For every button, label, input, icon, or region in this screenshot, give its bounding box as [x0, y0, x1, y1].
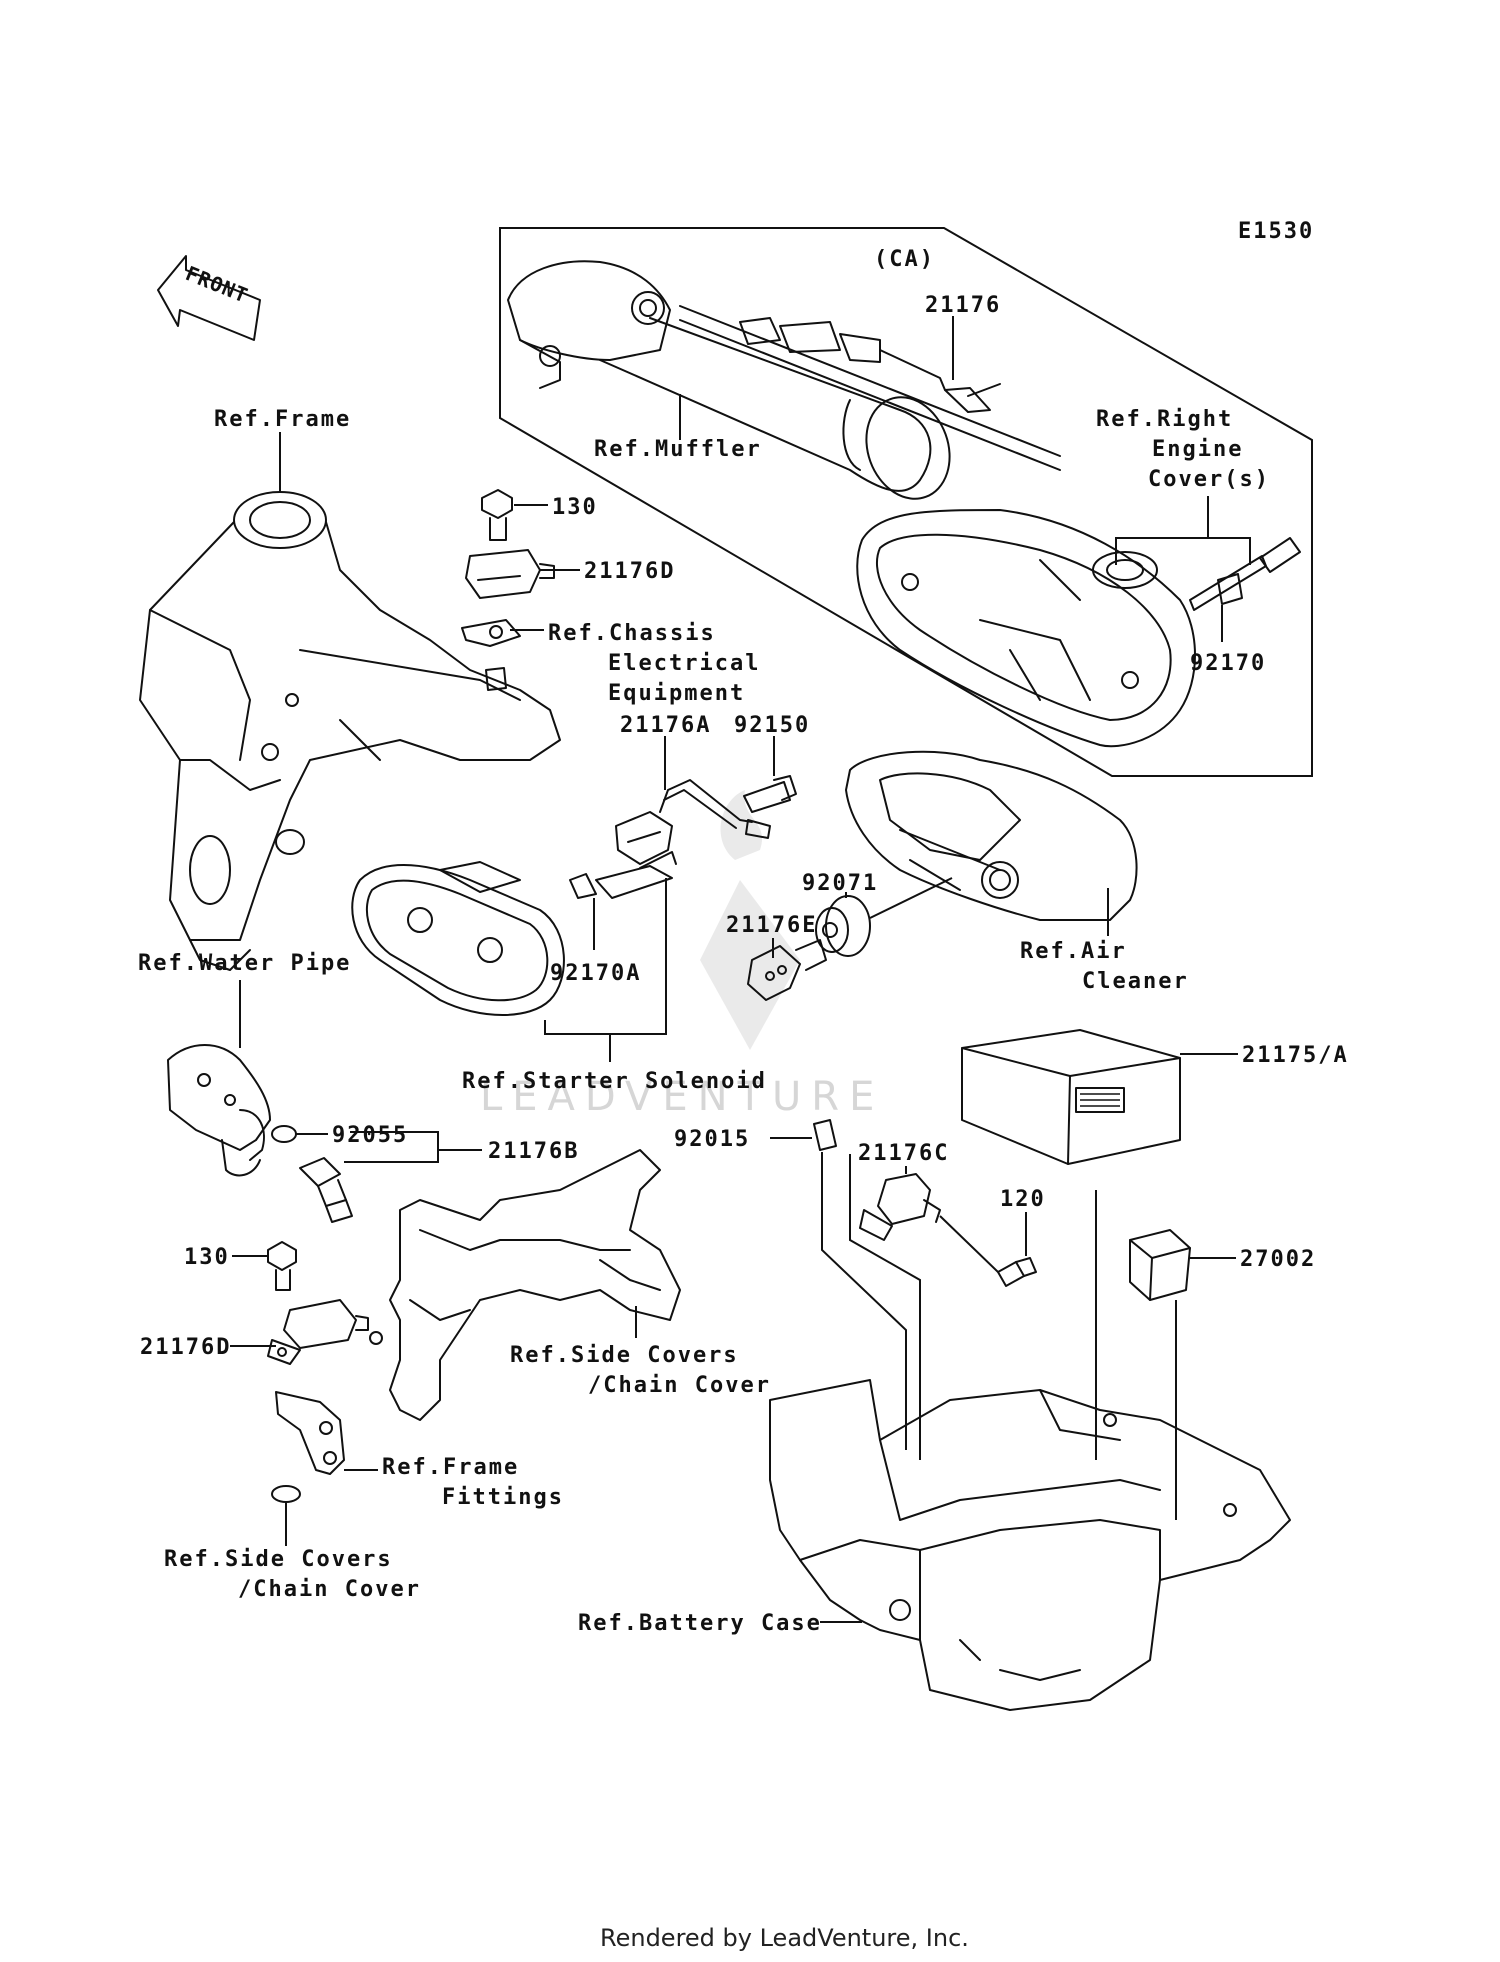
temp-sensor-21176B [299, 1157, 353, 1223]
label-21176E: 21176E [726, 913, 817, 938]
label-ref-side-covers-b2: /Chain Cover [238, 1577, 421, 1602]
label-21176A: 21176A [620, 713, 711, 738]
diagram-code: E1530 [1238, 219, 1314, 244]
bolt-130-bottom [267, 1241, 297, 1291]
clip-92170A [569, 873, 597, 899]
bracket-chassis [461, 619, 521, 691]
footer-credit: Rendered by LeadVenture, Inc. [600, 1924, 969, 1952]
ca-variant-box [499, 227, 1313, 777]
label-21176B: 21176B [488, 1139, 579, 1164]
label-ref-right-engine-cover-3: Cover(s) [1148, 467, 1270, 492]
watermark-text: LEADVENTURE [480, 1074, 884, 1120]
variant-label: (CA) [874, 247, 935, 272]
label-ref-right-engine-cover-1: Ref.Right [1096, 407, 1233, 432]
ecu-21175A [961, 1029, 1181, 1165]
label-ref-air-cleaner-2: Cleaner [1082, 969, 1189, 994]
label-ref-frame-fittings-2: Fittings [442, 1485, 564, 1510]
label-21176: 21176 [925, 293, 1001, 318]
sensor-21176E [747, 939, 827, 1001]
clip-92015 [813, 1119, 837, 1151]
front-label: FRONT [182, 261, 251, 308]
frame-fittings-bracket [275, 1391, 345, 1475]
label-ref-right-engine-cover-2: Engine [1152, 437, 1243, 462]
label-ref-frame: Ref.Frame [214, 407, 351, 432]
label-ref-chassis-2: Electrical [608, 651, 760, 676]
screw-side-covers [271, 1485, 301, 1515]
label-27002: 27002 [1240, 1247, 1316, 1272]
bolt-120 [997, 1257, 1037, 1287]
oxygen-sensor-21176 [739, 317, 1001, 413]
label-92170: 92170 [1190, 651, 1266, 676]
label-130-bottom: 130 [184, 1245, 230, 1270]
label-21176C: 21176C [858, 1141, 949, 1166]
label-ref-chassis-1: Ref.Chassis [548, 621, 716, 646]
bolt-and-clip-92170 [1189, 537, 1301, 611]
watermark-logo: LEADVENTURE [480, 790, 884, 1120]
label-21176D-top: 21176D [584, 559, 675, 584]
air-cleaner-part [845, 750, 1138, 921]
bolt-130-top [481, 489, 513, 541]
label-92071: 92071 [802, 871, 878, 896]
label-ref-water-pipe: Ref.Water Pipe [138, 951, 351, 976]
label-92150: 92150 [734, 713, 810, 738]
grommet-92071 [815, 895, 871, 957]
label-ref-chassis-3: Equipment [608, 681, 745, 706]
sensor-21176D-bottom [267, 1299, 369, 1365]
label-120: 120 [1000, 1187, 1046, 1212]
label-130-top: 130 [552, 495, 598, 520]
label-ref-air-cleaner-1: Ref.Air [1020, 939, 1127, 964]
label-92170A: 92170A [550, 961, 641, 986]
label-ref-battery-case: Ref.Battery Case [578, 1611, 822, 1636]
label-ref-side-covers-2: /Chain Cover [588, 1373, 771, 1398]
sensor-21176D-top [465, 549, 555, 599]
label-ref-starter-solenoid: Ref.Starter Solenoid [462, 1069, 767, 1094]
label-92015: 92015 [674, 1127, 750, 1152]
label-ref-side-covers-b1: Ref.Side Covers [164, 1547, 393, 1572]
bolt-92150 [743, 775, 797, 813]
battery-case-part [769, 1379, 1291, 1711]
label-21176D-bottom: 21176D [140, 1335, 231, 1360]
label-ref-muffler: Ref.Muffler [594, 437, 762, 462]
relay-21176C [859, 1173, 941, 1241]
water-pipe-part [167, 1044, 271, 1177]
right-engine-cover-part [856, 509, 1196, 748]
sensor-21176A [615, 779, 771, 865]
label-ref-side-covers-1: Ref.Side Covers [510, 1343, 739, 1368]
starter-solenoid-part [351, 851, 677, 1016]
o-ring-92055 [271, 1125, 297, 1143]
relay-27002 [1129, 1229, 1191, 1301]
frame-part [139, 491, 561, 971]
front-arrow-icon: FRONT [157, 255, 261, 341]
label-ref-frame-fittings-1: Ref.Frame [382, 1455, 519, 1480]
label-21175A: 21175/A [1242, 1043, 1349, 1068]
label-92055: 92055 [332, 1123, 408, 1148]
side-covers-chain-cover-part [369, 1149, 681, 1421]
